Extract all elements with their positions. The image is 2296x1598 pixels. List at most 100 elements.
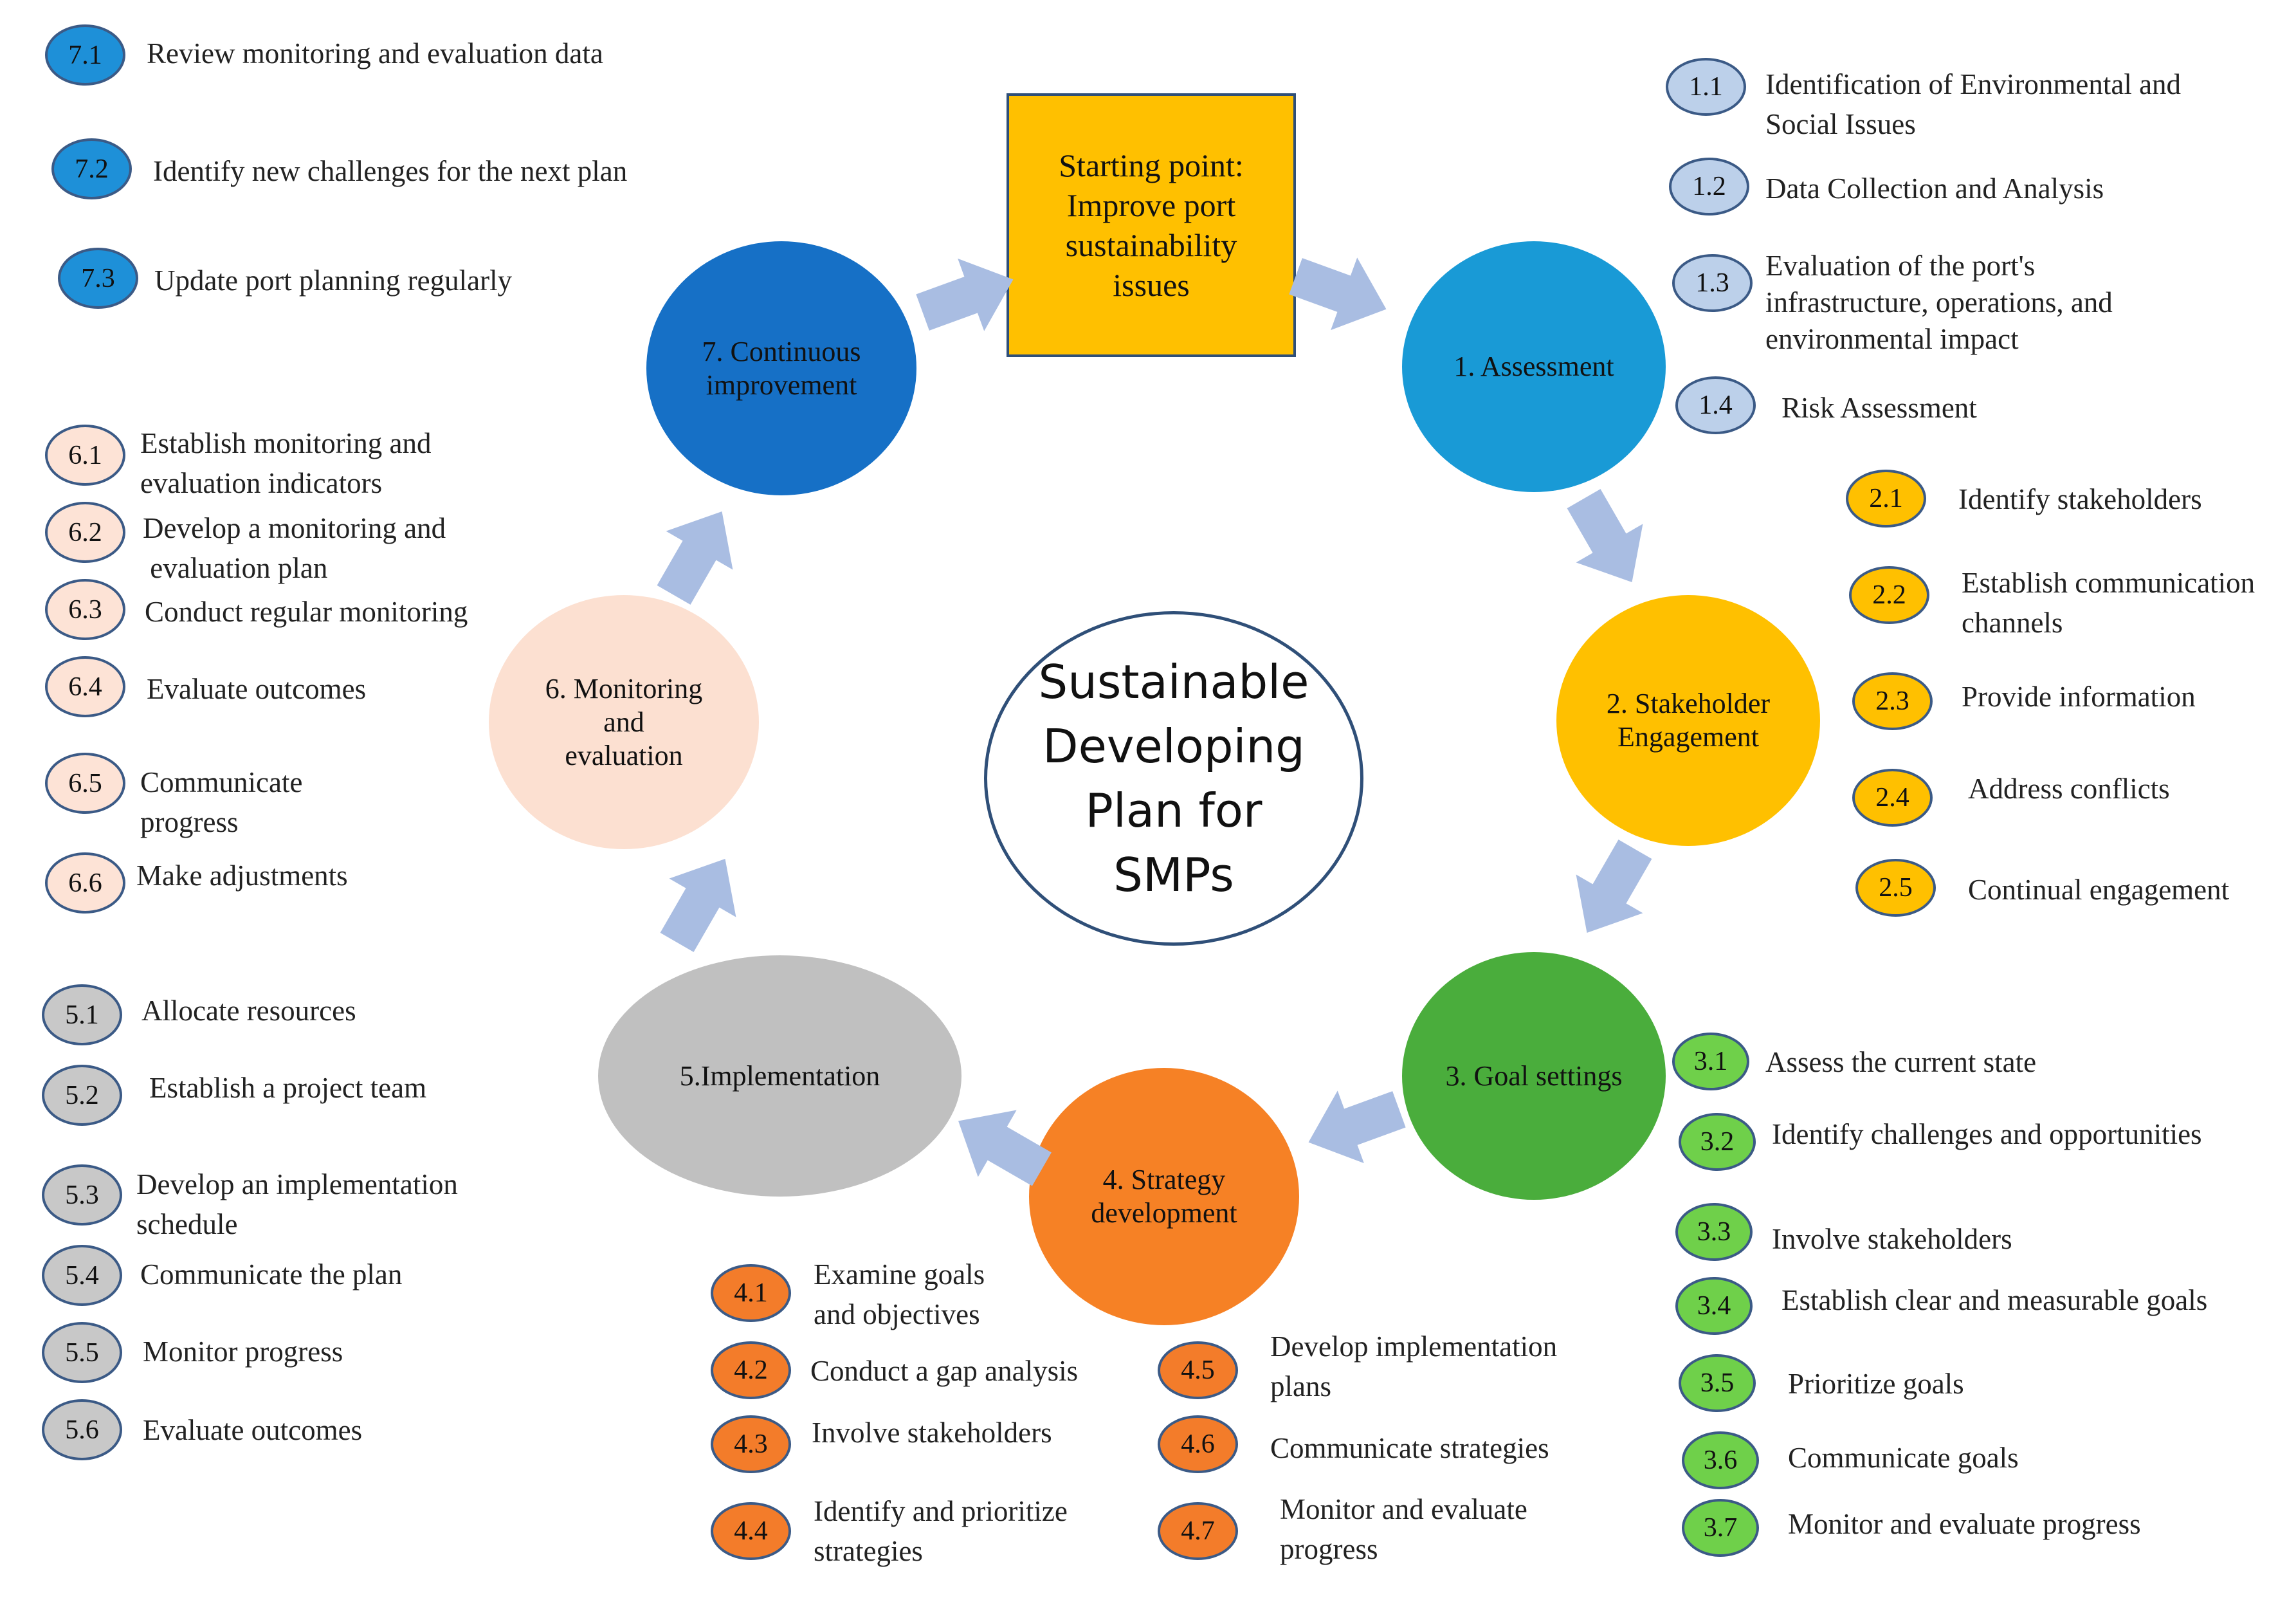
step-4-5-text: Develop implementation plans — [1270, 1330, 1558, 1402]
step-3-2-text: Identify challenges and opportunities — [1772, 1118, 2202, 1150]
phase-label: 7. Continuous improvement — [702, 335, 861, 401]
step-2-5-badge: 2.5 — [1855, 859, 1936, 917]
step-4-6-text: Communicate strategies — [1270, 1432, 1549, 1464]
step-4-3-text: Involve stakeholders — [812, 1417, 1052, 1449]
center-title-ellipse: Sustainable Developing Plan for SMPs — [984, 611, 1363, 946]
step-3-5-badge: 3.5 — [1679, 1354, 1756, 1412]
step-4-1-text: Examine goals and objectives — [814, 1258, 985, 1330]
starting-point-box: Starting point: Improve port sustainabil… — [1007, 93, 1296, 357]
step-3-5-text: Prioritize goals — [1788, 1368, 1964, 1400]
step-1-2-text: Data Collection and Analysis — [1765, 172, 2104, 205]
step-5-1-badge: 5.1 — [42, 984, 122, 1045]
step-1-4-text: Risk Assessment — [1781, 392, 1977, 424]
step-2-2-badge: 2.2 — [1849, 566, 1929, 624]
arrow-start-to-1 — [1289, 257, 1387, 331]
step-3-1-text: Assess the current state — [1765, 1046, 2037, 1078]
step-6-4-badge: 6.4 — [45, 656, 125, 717]
step-5-1-text: Allocate resources — [141, 995, 356, 1027]
phase-2-stakeholder-engagement: 2. Stakeholder Engagement — [1556, 595, 1820, 846]
step-4-1-badge: 4.1 — [711, 1264, 791, 1322]
arrow-4-to-5 — [958, 1110, 1052, 1186]
step-3-3-text: Involve stakeholders — [1772, 1223, 2012, 1255]
step-3-7-text: Monitor and evaluate progress — [1788, 1508, 2141, 1540]
phase-label: 4. Strategy development — [1091, 1164, 1237, 1229]
step-2-3-badge: 2.3 — [1852, 672, 1933, 730]
step-4-2-badge: 4.2 — [711, 1341, 791, 1399]
start-line: issues — [1113, 267, 1190, 303]
step-3-2-badge: 3.2 — [1679, 1113, 1756, 1171]
step-1-1-badge: 1.1 — [1666, 58, 1746, 116]
start-line: Improve port — [1066, 187, 1236, 223]
arrow-6-to-7 — [657, 511, 733, 605]
step-3-1-badge: 3.1 — [1672, 1033, 1749, 1090]
step-7-1-text: Review monitoring and evaluation data — [147, 37, 603, 69]
step-4-4-text: Identify and prioritize strategies — [814, 1495, 1068, 1567]
arrow-1-to-2 — [1567, 489, 1643, 582]
step-5-3-badge: 5.3 — [42, 1164, 122, 1226]
arrow-5-to-6 — [660, 859, 736, 952]
step-1-4-badge: 1.4 — [1675, 376, 1756, 434]
step-2-5-text: Continual engagement — [1968, 874, 2230, 906]
step-2-3-text: Provide information — [1962, 681, 2196, 713]
step-6-6-text: Make adjustments — [136, 859, 348, 892]
step-2-4-badge: 2.4 — [1852, 769, 1933, 827]
phase-5-implementation: 5.Implementation — [598, 955, 961, 1197]
step-4-7-badge: 4.7 — [1158, 1502, 1238, 1560]
step-5-3-text: Develop an implementation schedule — [136, 1168, 458, 1240]
step-5-4-badge: 5.4 — [42, 1245, 122, 1306]
step-3-7-badge: 3.7 — [1682, 1499, 1759, 1557]
step-2-1-badge: 2.1 — [1846, 470, 1926, 528]
step-7-3-badge: 7.3 — [58, 248, 138, 309]
start-line: sustainability — [1065, 227, 1237, 263]
phase-6-monitoring-evaluation: 6. Monitoring and evaluation — [489, 595, 759, 849]
phase-label: 3. Goal settings — [1445, 1060, 1623, 1092]
step-7-2-text: Identify new challenges for the next pla… — [153, 155, 628, 187]
start-line: Starting point: — [1059, 147, 1244, 183]
step-2-4-text: Address conflicts — [1968, 773, 2170, 805]
step-7-3-text: Update port planning regularly — [154, 264, 513, 297]
step-3-3-badge: 3.3 — [1675, 1203, 1753, 1261]
phase-1-assessment: 1. Assessment — [1402, 241, 1666, 492]
center-title-line: Sustainable — [1038, 655, 1309, 709]
step-4-4-badge: 4.4 — [711, 1502, 791, 1560]
step-7-1-badge: 7.1 — [45, 24, 125, 86]
step-4-6-badge: 4.6 — [1158, 1415, 1238, 1473]
step-5-5-text: Monitor progress — [143, 1336, 343, 1368]
arrow-3-to-4 — [1308, 1090, 1406, 1164]
phase-label: 6. Monitoring and evaluation — [545, 672, 703, 771]
step-1-3-badge: 1.3 — [1672, 254, 1753, 312]
center-title-line: Plan for — [1085, 784, 1262, 838]
step-5-5-badge: 5.5 — [42, 1322, 122, 1383]
phase-4-strategy-development: 4. Strategy development — [1029, 1068, 1299, 1325]
phase-label: 5.Implementation — [679, 1060, 880, 1092]
step-2-1-text: Identify stakeholders — [1958, 483, 2202, 515]
step-6-2-badge: 6.2 — [45, 502, 125, 563]
phase-7-continuous-improvement: 7. Continuous improvement — [646, 241, 916, 495]
step-5-6-badge: 5.6 — [42, 1399, 122, 1460]
center-title-line: SMPs — [1113, 848, 1234, 902]
step-3-4-badge: 3.4 — [1675, 1277, 1753, 1335]
step-3-6-text: Communicate goals — [1788, 1442, 2019, 1474]
step-6-2-text: Develop a monitoring and evaluation plan — [143, 512, 446, 584]
phase-label: 2. Stakeholder Engagement — [1606, 688, 1771, 753]
phase-label: 1. Assessment — [1453, 351, 1614, 382]
step-2-2-text: Establish communication channels — [1962, 567, 2255, 639]
step-5-6-text: Evaluate outcomes — [143, 1414, 363, 1446]
step-5-4-text: Communicate the plan — [140, 1258, 403, 1290]
step-6-5-badge: 6.5 — [45, 753, 125, 814]
step-7-2-badge: 7.2 — [51, 138, 132, 199]
step-4-3-badge: 4.3 — [711, 1415, 791, 1473]
center-title-line: Developing — [1043, 719, 1305, 773]
step-5-2-badge: 5.2 — [42, 1065, 122, 1126]
step-5-2-text: Establish a project team — [149, 1072, 427, 1104]
step-6-3-text: Conduct regular monitoring — [145, 596, 468, 628]
step-1-1-text: Identification of Environmental and Soci… — [1765, 68, 2182, 140]
phase-3-goal-settings: 3. Goal settings — [1402, 952, 1666, 1200]
step-3-4-text: Establish clear and measurable goals — [1781, 1284, 2208, 1316]
step-6-6-badge: 6.6 — [45, 852, 125, 914]
step-4-2-text: Conduct a gap analysis — [810, 1355, 1079, 1387]
step-1-2-badge: 1.2 — [1669, 158, 1749, 216]
step-4-5-badge: 4.5 — [1158, 1341, 1238, 1399]
step-6-3-badge: 6.3 — [45, 579, 125, 640]
step-3-6-badge: 3.6 — [1682, 1431, 1759, 1489]
